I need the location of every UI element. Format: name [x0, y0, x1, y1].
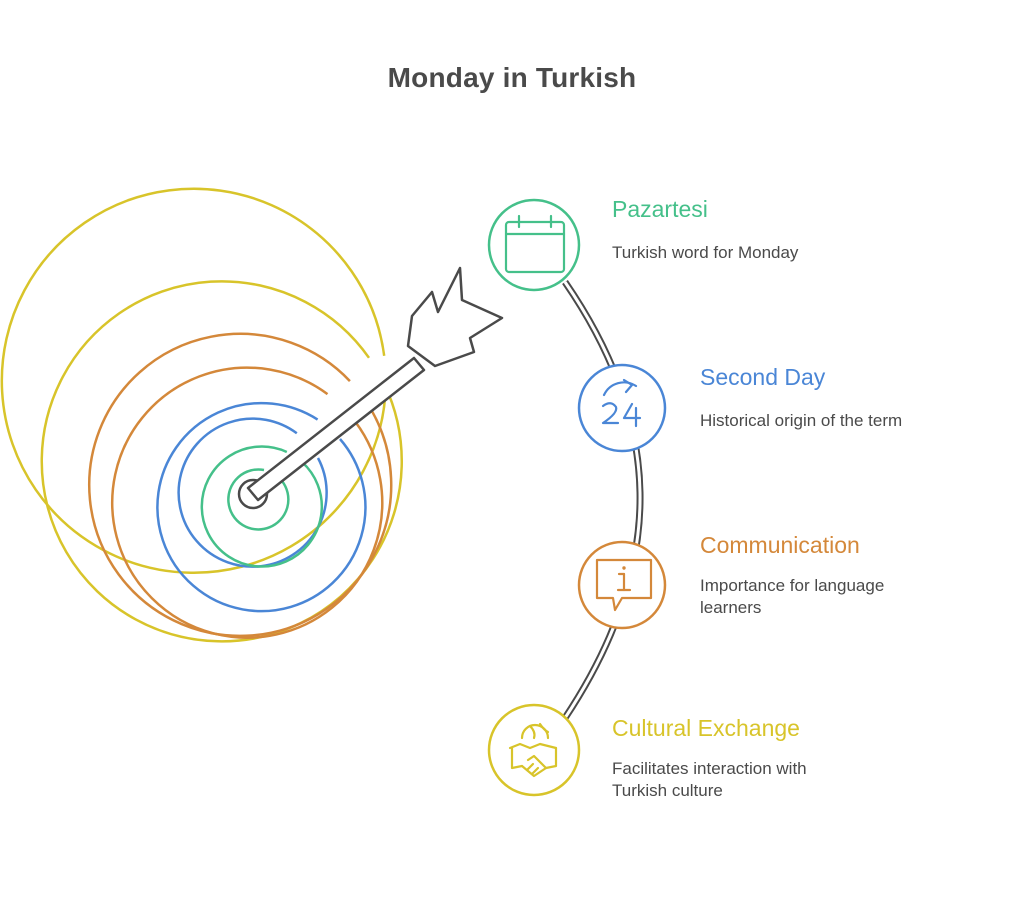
item-heading-second-day: Second Day — [700, 364, 826, 390]
target-rings — [0, 187, 403, 643]
handshake-globe-icon — [508, 722, 558, 778]
ring-blue-outer — [156, 401, 367, 613]
arrow — [237, 266, 504, 510]
ring-orange-outer — [88, 332, 393, 638]
info-message-icon — [595, 558, 653, 612]
arrow-fletching — [406, 266, 504, 368]
arrow-shaft-body — [246, 356, 426, 502]
icon-circle-pazartesi — [487, 198, 581, 292]
ring-green-outer — [200, 445, 324, 568]
ring-orange-inner — [110, 366, 384, 639]
item-description-communication: Importance for language learners — [700, 576, 885, 617]
item-heading-pazartesi: Pazartesi — [612, 196, 708, 222]
item-description-cultural-exchange: Facilitates interaction with Turkish cul… — [612, 759, 807, 800]
item-heading-cultural-exchange: Cultural Exchange — [612, 715, 800, 741]
item-heading-communication: Communication — [700, 532, 860, 558]
page-title: Monday in Turkish — [387, 62, 637, 93]
icon-circle-communication — [577, 540, 667, 630]
ring-yellow-outer — [0, 187, 388, 574]
item-description-pazartesi: Turkish word for Monday — [612, 243, 799, 262]
item-description-second-day: Historical origin of the term — [700, 411, 903, 430]
ring-yellow-inner — [40, 280, 403, 643]
24-hours-icon — [601, 378, 642, 428]
ring-green-inner — [227, 468, 290, 531]
connector-arc — [562, 280, 644, 720]
icon-circle-cultural-exchange — [487, 703, 581, 797]
icon-circle-second-day — [577, 363, 667, 453]
calendar-icon — [504, 214, 566, 274]
